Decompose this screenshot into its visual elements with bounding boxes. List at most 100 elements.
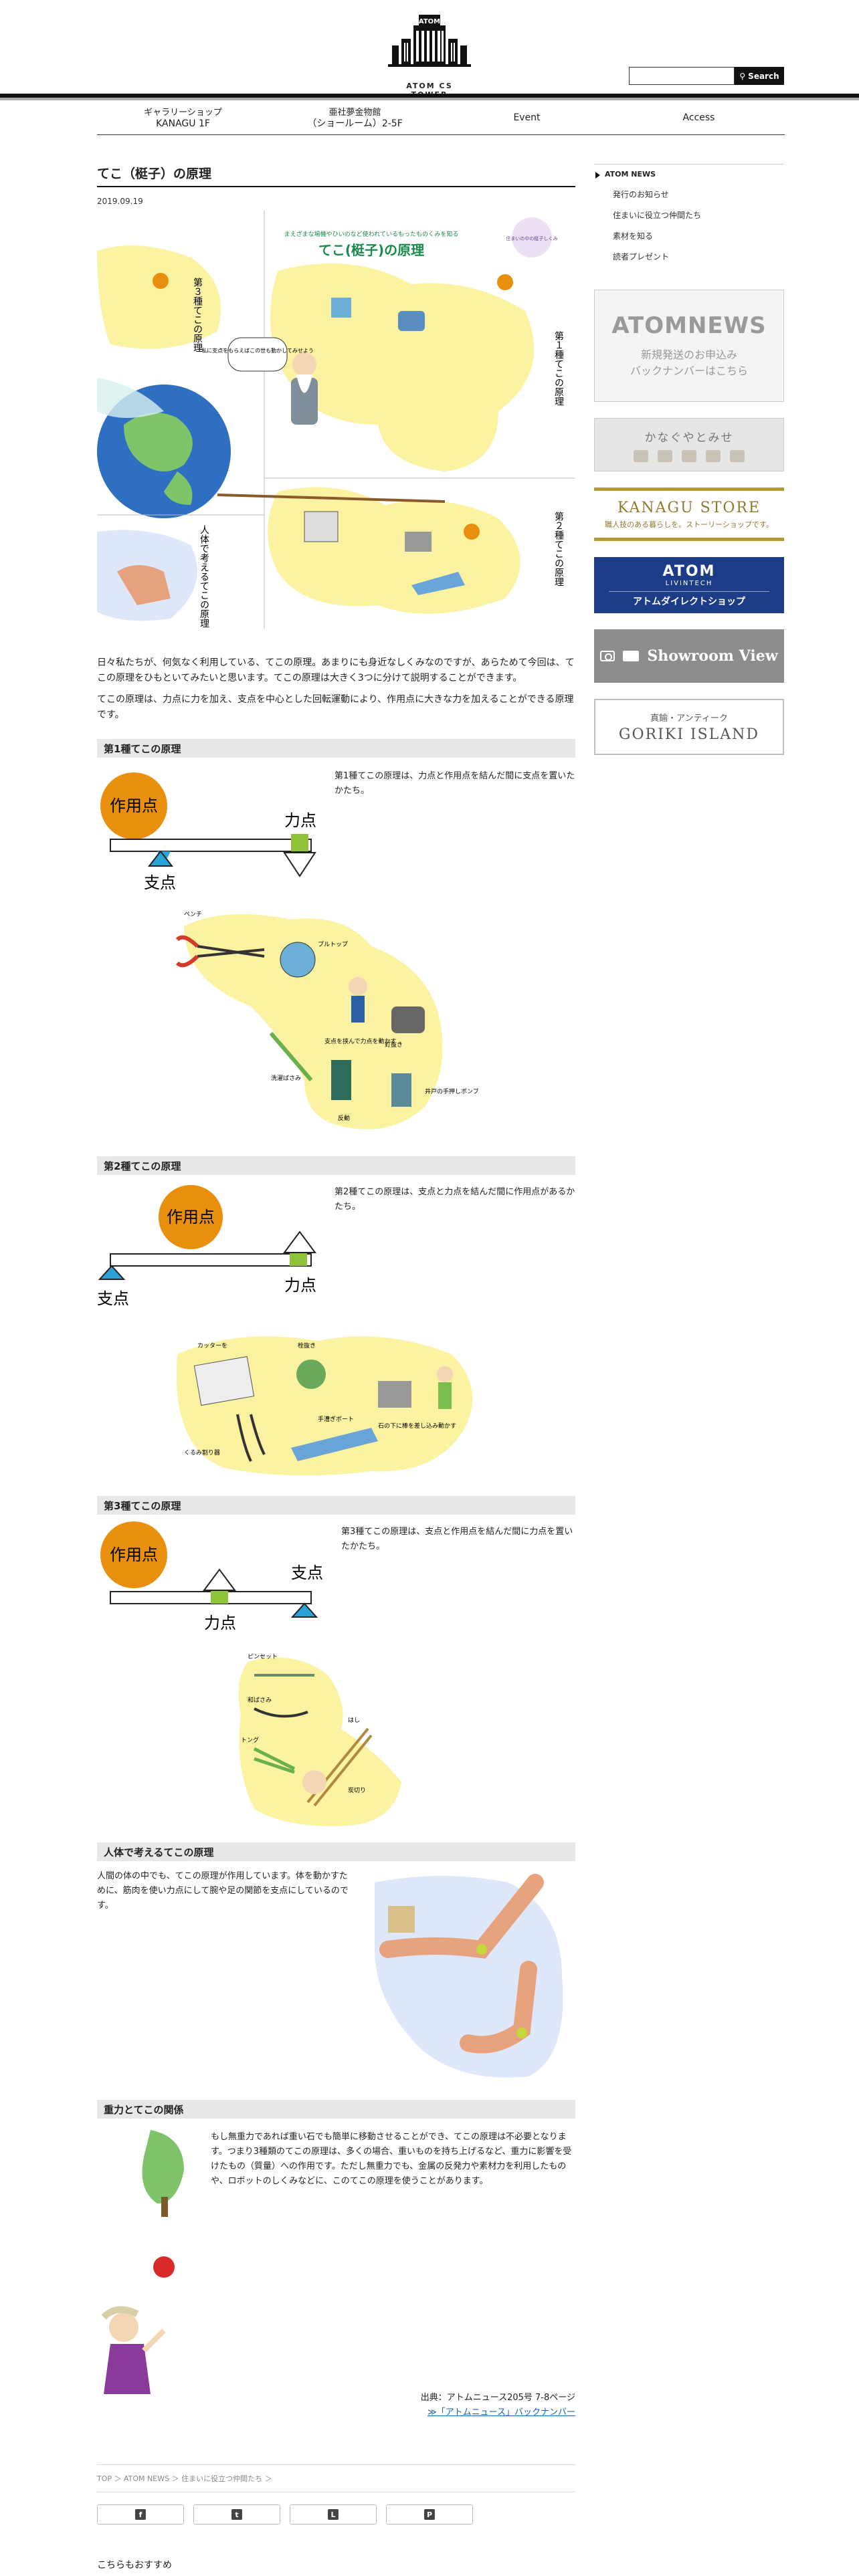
search-button[interactable]: ⚲ Search — [735, 67, 784, 85]
newton-illustration — [101, 2130, 184, 2394]
effort-point-label: 力点 — [284, 811, 316, 830]
hero-heading: てこ(梃子)の原理 — [318, 242, 424, 258]
share-twitter-button[interactable]: t — [193, 2504, 280, 2525]
tool-label: カッターを — [197, 1342, 227, 1350]
section-heading: 第3種てこの原理 — [97, 1496, 575, 1515]
search-button-label: Search — [748, 71, 779, 81]
share-buttons: f t L P — [97, 2504, 473, 2525]
search-input[interactable] — [629, 67, 735, 85]
lever-diagram-type2: 作用点 力点 支点 — [97, 1185, 316, 1308]
action-point-label: 作用点 — [167, 1208, 215, 1226]
banner-subtitle: LIVINTECH — [665, 579, 713, 587]
sidebar-link[interactable]: 住まいに役立つ仲間たち — [613, 211, 702, 220]
sidebar-heading[interactable]: ATOM NEWS — [594, 164, 784, 184]
nav-item-showroom[interactable]: 亜社夢金物館 （ショールーム）2-5F — [269, 102, 441, 134]
camera-icon — [600, 651, 615, 661]
line-icon: L — [328, 2509, 339, 2520]
header-band — [0, 94, 859, 98]
share-pinterest-button[interactable]: P — [386, 2504, 473, 2525]
banner-title: KANAGU STORE — [617, 499, 761, 516]
tool-label: 反動 — [338, 1115, 350, 1122]
tools-illustration-type3: ピンセット 和ばさみ トング はし 炭切り — [238, 1653, 401, 1826]
tower-icon: ATOM — [388, 15, 471, 67]
nav-label: （ショールーム）2-5F — [307, 118, 403, 129]
kanagu-store-banner[interactable]: KANAGU STORE 職人技のある暮らしを。ストーリーショップです。 — [594, 488, 784, 541]
banner-title: ATOM — [662, 562, 716, 580]
nav-item-access[interactable]: Access — [613, 102, 785, 134]
lever-diagram-type1: 作用点 力点 支点 — [100, 772, 316, 892]
banner-subtitle: 真鍮・アンティーク — [650, 714, 728, 724]
sidebar-link[interactable]: 発行のお知らせ — [613, 190, 669, 199]
nav-item-event[interactable]: Event — [441, 102, 613, 134]
effort-point-label: 力点 — [204, 1614, 236, 1632]
breadcrumb[interactable]: TOP ＞ ATOM NEWS ＞ 住まいに役立つ仲間たち ＞ — [97, 2464, 575, 2492]
tool-label: トング — [241, 1736, 259, 1744]
banner-title: GORIKI ISLAND — [618, 726, 760, 743]
search-icon: ⚲ — [739, 71, 746, 81]
atom-direct-shop-banner[interactable]: ATOM LIVINTECH アトムダイレクトショップ — [594, 557, 784, 613]
section-text: 第1種てこの原理は、力点と作用点を結んだ間に支点を置いたかたち。 — [335, 771, 575, 796]
credit-line: 出典：アトムニュース205号 7-8ページ — [420, 2393, 575, 2403]
banner-subtitle: 職人技のある暮らしを。ストーリーショップです。 — [605, 520, 773, 529]
recommend-heading: こちらもおすすめ — [97, 2560, 172, 2571]
kanaguya-banner[interactable]: かなぐやとみせ — [594, 418, 784, 471]
sidebar-link[interactable]: 素材を知る — [613, 231, 654, 241]
tool-label: 井戸の手押しポンプ — [425, 1087, 478, 1095]
banner-line: バックナンバーはこちら — [630, 364, 748, 377]
tool-label: 石の下に棒を差し込み動かす — [378, 1422, 456, 1430]
post-date: 2019.09.19 — [97, 197, 143, 206]
tool-label: 支点を挟んで力点を動かす — [324, 1037, 397, 1045]
twitter-icon: t — [231, 2509, 242, 2520]
tool-label: 手漕ぎボート — [318, 1415, 354, 1423]
banner-title: ATOMNEWS — [611, 312, 767, 339]
nav-label: Event — [513, 112, 541, 123]
tool-label: 洗濯ばさみ — [271, 1074, 301, 1082]
tool-label: 釘抜き — [385, 1041, 403, 1049]
action-point-label: 作用点 — [110, 796, 158, 815]
page-title: てこ（梃子）の原理 — [97, 164, 575, 187]
pinterest-icon: P — [424, 2509, 435, 2520]
main-nav: ギャラリーショップ KANAGU 1F 亜社夢金物館 （ショールーム）2-5F … — [97, 102, 785, 135]
nav-label: 亜社夢金物館 — [328, 107, 381, 118]
facebook-icon: f — [135, 2509, 146, 2520]
hero-body-label: 人体で考えるてこの原理 — [199, 525, 209, 628]
lever-diagram-type3: 作用点 力点 支点 — [100, 1521, 323, 1632]
atom-cs-tower-logo[interactable]: ATOM ATOM CS TOWER — [388, 12, 471, 99]
banner-text: 新規発送のお申込みバックナンバーはこちら — [630, 347, 748, 379]
showroom-view-banner[interactable]: Showroom View — [594, 629, 784, 683]
tool-label: プルトップ — [318, 941, 348, 948]
tool-label: 和ばさみ — [248, 1697, 272, 1704]
fulcrum-label: 支点 — [144, 873, 176, 892]
backnumber-link[interactable]: ≫「アトムニュース」バックナンバー — [427, 2407, 575, 2418]
fulcrum-label: 支点 — [291, 1564, 323, 1582]
tools-illustration-type2: カッターを 栓抜き くるみ割り器 手漕ぎボート 石の下に棒を差し込み動かす — [176, 1336, 473, 1476]
video-icon — [623, 651, 640, 661]
section-text: もし無重力であれば重い石でも簡単に移動させることができ、てこの原理は不必要となり… — [211, 2132, 572, 2186]
section-heading: 第1種てこの原理 — [97, 739, 575, 758]
product-thumbnails — [634, 449, 745, 462]
banner-line: 新規発送のお申込み — [640, 348, 737, 361]
header-band-grey — [0, 98, 859, 100]
nav-label: ギャラリーショップ — [144, 107, 222, 118]
intro-paragraph-2: てこの原理は、力点に力を加え、支点を中心とした回転運動により、作用点に大きな力を… — [97, 694, 574, 720]
sidebar-link[interactable]: 読者プレゼント — [613, 252, 670, 261]
source-credit: 出典：アトムニュース205号 7-8ページ ≫「アトムニュース」バックナンバー — [421, 2391, 575, 2420]
intro-paragraph-1: 日々私たちが、何気なく利用している、てこの原理。あまりにも身近なしくみなのですが… — [97, 657, 575, 683]
banner-title: かなぐやとみせ — [644, 431, 734, 445]
atom-news-banner[interactable]: ATOMNEWS 新規発送のお申込みバックナンバーはこちら — [594, 290, 784, 402]
goriki-island-banner[interactable]: 真鍮・アンティーク GORIKI ISLAND — [594, 699, 784, 755]
hero-type3-label: 第３種てこの原理 — [192, 277, 203, 352]
action-point-label: 作用点 — [110, 1545, 158, 1564]
nav-item-gallery-shop[interactable]: ギャラリーショップ KANAGU 1F — [97, 102, 269, 134]
site-header: ATOM ATOM CS TOWER ⚲ Search — [0, 0, 859, 100]
tool-label: はし — [348, 1717, 360, 1724]
nav-label: Access — [682, 112, 715, 123]
share-line-button[interactable]: L — [290, 2504, 377, 2525]
hero-type2-label: 第２種てこの原理 — [553, 511, 564, 586]
tool-label: くるみ割り器 — [184, 1448, 220, 1457]
tool-label: 栓抜き — [298, 1341, 316, 1350]
share-facebook-button[interactable]: f — [97, 2504, 184, 2525]
tool-label: ピンセット — [248, 1653, 278, 1660]
section-heading: 重力とてこの関係 — [97, 2100, 575, 2119]
hero-illustration: 私に支点をもらえばこの世も動かしてみせよう てこ(梃子)の原理 まえざまな場機や… — [97, 211, 575, 629]
